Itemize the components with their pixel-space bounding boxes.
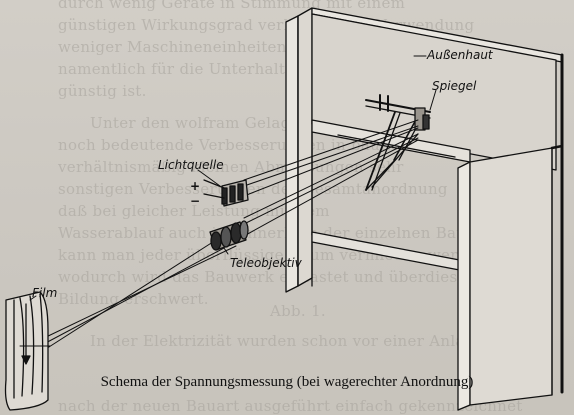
bg-line: günstig ist. xyxy=(58,82,147,100)
right-frame xyxy=(457,144,564,411)
figure-caption: Schema der Spannungsmessung (bei wagerec… xyxy=(100,374,474,390)
bg-line: durch wenig Geräte in Stimmung mit einem xyxy=(58,0,406,12)
label-leaders xyxy=(29,55,437,301)
mirror-bracket xyxy=(365,94,431,191)
label-lichtquelle: Lichtquelle xyxy=(158,158,224,172)
light-source xyxy=(203,179,249,207)
bg-line: Abb. 1. xyxy=(270,302,326,320)
label-film: Film xyxy=(32,286,58,300)
label-minus: − xyxy=(190,194,201,208)
film-holder xyxy=(4,291,51,411)
label-plus: + xyxy=(190,179,201,193)
label-teleobjektiv: Teleobjektiv xyxy=(230,256,302,270)
bg-line: Bildung erschwert. xyxy=(58,290,209,308)
bg-line: daß bei gleicher Leistung mit dem xyxy=(58,202,330,220)
telephoto-lens xyxy=(209,220,249,251)
left-wall xyxy=(285,7,313,293)
label-aussenhaut: Außenhaut xyxy=(427,48,493,62)
light-beams xyxy=(37,119,419,355)
label-spiegel: Spiegel xyxy=(432,79,477,93)
floor-beam xyxy=(311,231,471,287)
